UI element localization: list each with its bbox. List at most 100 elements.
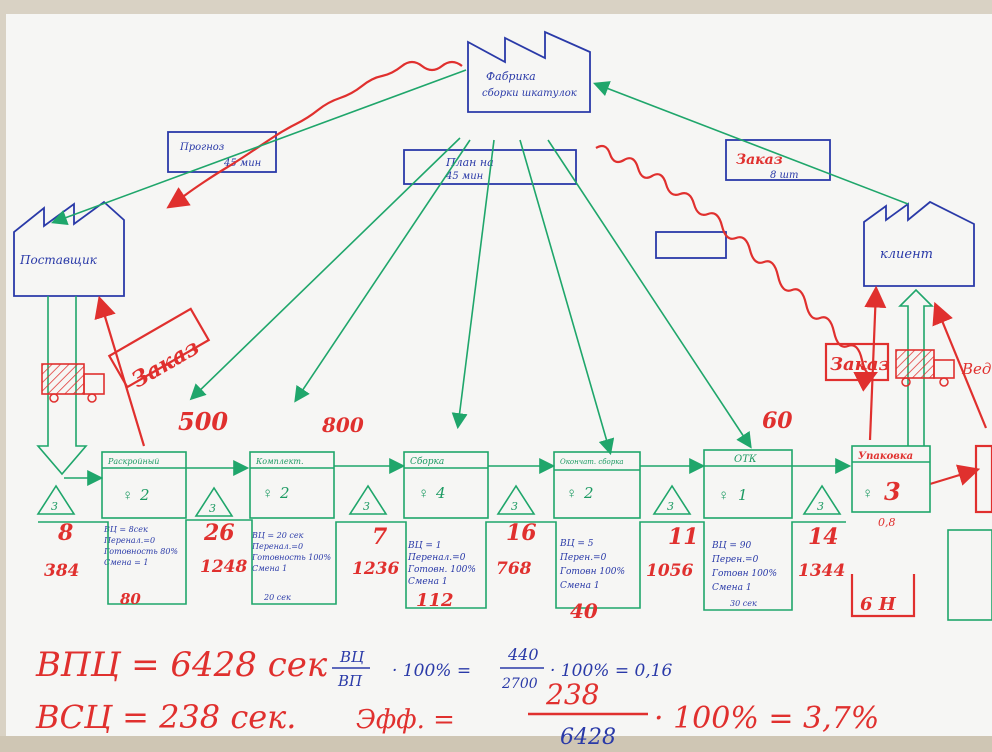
forecast-box: Прогноз 45 мин: [167, 131, 277, 173]
svg-text:1: 1: [738, 486, 748, 504]
supplier-order-arrow: [94, 295, 146, 447]
timeline-ladder: [38, 519, 846, 611]
forecast-label-2: 45 мин: [223, 158, 261, 169]
order-signal-line: [595, 144, 878, 392]
order-info-box: Заказ 8 шт: [725, 139, 831, 181]
factory-label-line1: Фабрика: [486, 70, 536, 83]
process-5: ОТК ♀ 1: [703, 449, 793, 519]
plan-arrow-5: [547, 139, 752, 449]
svg-text:ВЦ = 8сек: ВЦ = 8сек: [103, 525, 148, 534]
svg-text:· 100% = 0,16: · 100% = 0,16: [550, 661, 672, 681]
red-quantity-1: 500: [178, 407, 228, 436]
svg-text:Заказ: Заказ: [830, 354, 890, 375]
inventory-5: 3: [652, 484, 692, 515]
svg-text:ВПЦ = 6428 сек: ВПЦ = 6428 сек: [35, 645, 328, 685]
red-note-vedro: Вед: [961, 360, 991, 378]
svg-text:Комплект.: Комплект.: [255, 457, 304, 466]
lead-box-red: 6 H: [850, 574, 916, 618]
svg-text:16: 16: [506, 520, 537, 546]
formula-vsc: ВСЦ = 238 сек.: [35, 698, 296, 736]
client-red-arrow-1: [864, 285, 887, 441]
inventory-3: 3: [348, 484, 388, 515]
process-3: Сборка ♀ 4: [403, 451, 489, 519]
operator-icon: ♀: [418, 485, 429, 502]
svg-text:3: 3: [667, 500, 674, 513]
red-order-note-right: Заказ: [824, 342, 890, 382]
operator-icon: ♀: [566, 485, 577, 502]
flow-arrow-6: [929, 464, 981, 486]
svg-text:768: 768: [496, 559, 532, 579]
supplier-label: Поставщик: [19, 253, 98, 267]
cycle-time-2: 20 сек: [263, 593, 291, 602]
factory-label-line2: сборки шкатулок: [482, 88, 577, 99]
svg-text:4: 4: [435, 484, 446, 502]
svg-text:Смена 1: Смена 1: [252, 564, 287, 573]
svg-text:ВСЦ = 238 сек.: ВСЦ = 238 сек.: [35, 698, 296, 736]
cycle-time-1: 80: [120, 590, 141, 608]
operator-icon: ♀: [122, 487, 133, 504]
red-quantity-3: 60: [762, 408, 793, 434]
data-box-2: ВЦ = 20 сек Перенал.=0 Готовность 100% С…: [251, 531, 331, 573]
forecast-label-1: Прогноз: [179, 142, 224, 153]
timeline-top-numbers: 8 26 7 16 11 14: [57, 520, 839, 550]
svg-text:Сборка: Сборка: [410, 456, 444, 467]
right-note-box: [947, 529, 992, 621]
order-box-label-2: 8 шт: [770, 170, 799, 181]
plan-label-2: 45 мин: [445, 171, 483, 182]
supplier-link: [50, 69, 467, 226]
svg-text:Перенал.=0: Перенал.=0: [251, 542, 303, 551]
svg-text:Готовн 100%: Готовн 100%: [711, 569, 777, 579]
svg-text:238: 238: [545, 678, 599, 711]
svg-text:3: 3: [363, 500, 370, 513]
svg-text:Готовн. 100%: Готовн. 100%: [407, 565, 476, 575]
paper-sheet: [6, 14, 992, 736]
svg-text:1248: 1248: [200, 557, 247, 577]
operator-icon: ♀: [718, 487, 729, 504]
supplier-truck-icon: [41, 363, 105, 403]
svg-text:3: 3: [209, 502, 216, 515]
supplier-shipment-arrow: [36, 296, 88, 476]
svg-text:Перен.=0: Перен.=0: [711, 555, 759, 565]
client-truck-icon: [895, 349, 955, 387]
svg-text:3: 3: [817, 500, 824, 513]
plan-arrow-2: [294, 139, 471, 403]
inventory-1: 3: [36, 484, 76, 515]
svg-text:ОТК: ОТК: [734, 454, 757, 465]
svg-text:6 H: 6 H: [860, 594, 897, 615]
svg-text:Эфф. =: Эфф. =: [356, 705, 455, 735]
svg-text:Смена 1: Смена 1: [560, 581, 600, 591]
operator-icon: ♀: [262, 485, 273, 502]
svg-text:ВЦ = 1: ВЦ = 1: [407, 541, 441, 551]
timeline-bottom-numbers: 384 1248 1236 768 1056 1344: [44, 557, 845, 581]
paper-shadow: [0, 736, 992, 752]
svg-text:Смена 1: Смена 1: [408, 577, 448, 587]
order-box-label-1: Заказ: [736, 152, 783, 168]
client-to-factory-arrow: [593, 81, 909, 205]
svg-text:2700: 2700: [501, 676, 538, 692]
svg-text:1236: 1236: [352, 559, 399, 579]
data-box-5: ВЦ = 90 Перен.=0 Готовн 100% Смена 1: [711, 541, 777, 593]
svg-text:2: 2: [583, 484, 594, 502]
svg-text:Смена 1: Смена 1: [712, 583, 752, 593]
svg-text:Смена = 1: Смена = 1: [104, 558, 148, 567]
svg-text:440: 440: [507, 645, 539, 664]
inventory-2: 3: [194, 486, 234, 517]
svg-text:2: 2: [139, 486, 150, 504]
formula-efficiency: Эфф. = 238 6428 · 100% = 3,7%: [356, 678, 879, 750]
svg-text:Готовн 100%: Готовн 100%: [559, 567, 625, 577]
svg-text:Готовность 80%: Готовность 80%: [103, 547, 178, 556]
svg-text:384: 384: [44, 561, 80, 581]
svg-text:ВП: ВП: [337, 672, 363, 690]
data-box-3: ВЦ = 1 Перенал.=0 Готовн. 100% Смена 1: [407, 541, 476, 587]
data-box-1: ВЦ = 8сек Перенал.=0 Готовность 80% Смен…: [103, 525, 178, 567]
svg-text:Раскройный: Раскройный: [107, 457, 159, 466]
svg-text:· 100% = 3,7%: · 100% = 3,7%: [654, 701, 879, 736]
cycle-time-3: 112: [416, 590, 454, 611]
cycle-time-4: 40: [570, 599, 598, 623]
svg-text:7: 7: [372, 524, 388, 550]
process-4: Окончат. сборка ♀ 2: [553, 451, 641, 519]
forecast-signal-line: [166, 60, 463, 209]
svg-text:ВЦ = 20 сек: ВЦ = 20 сек: [251, 531, 304, 540]
cycle-time-5: 30 сек: [730, 599, 757, 608]
